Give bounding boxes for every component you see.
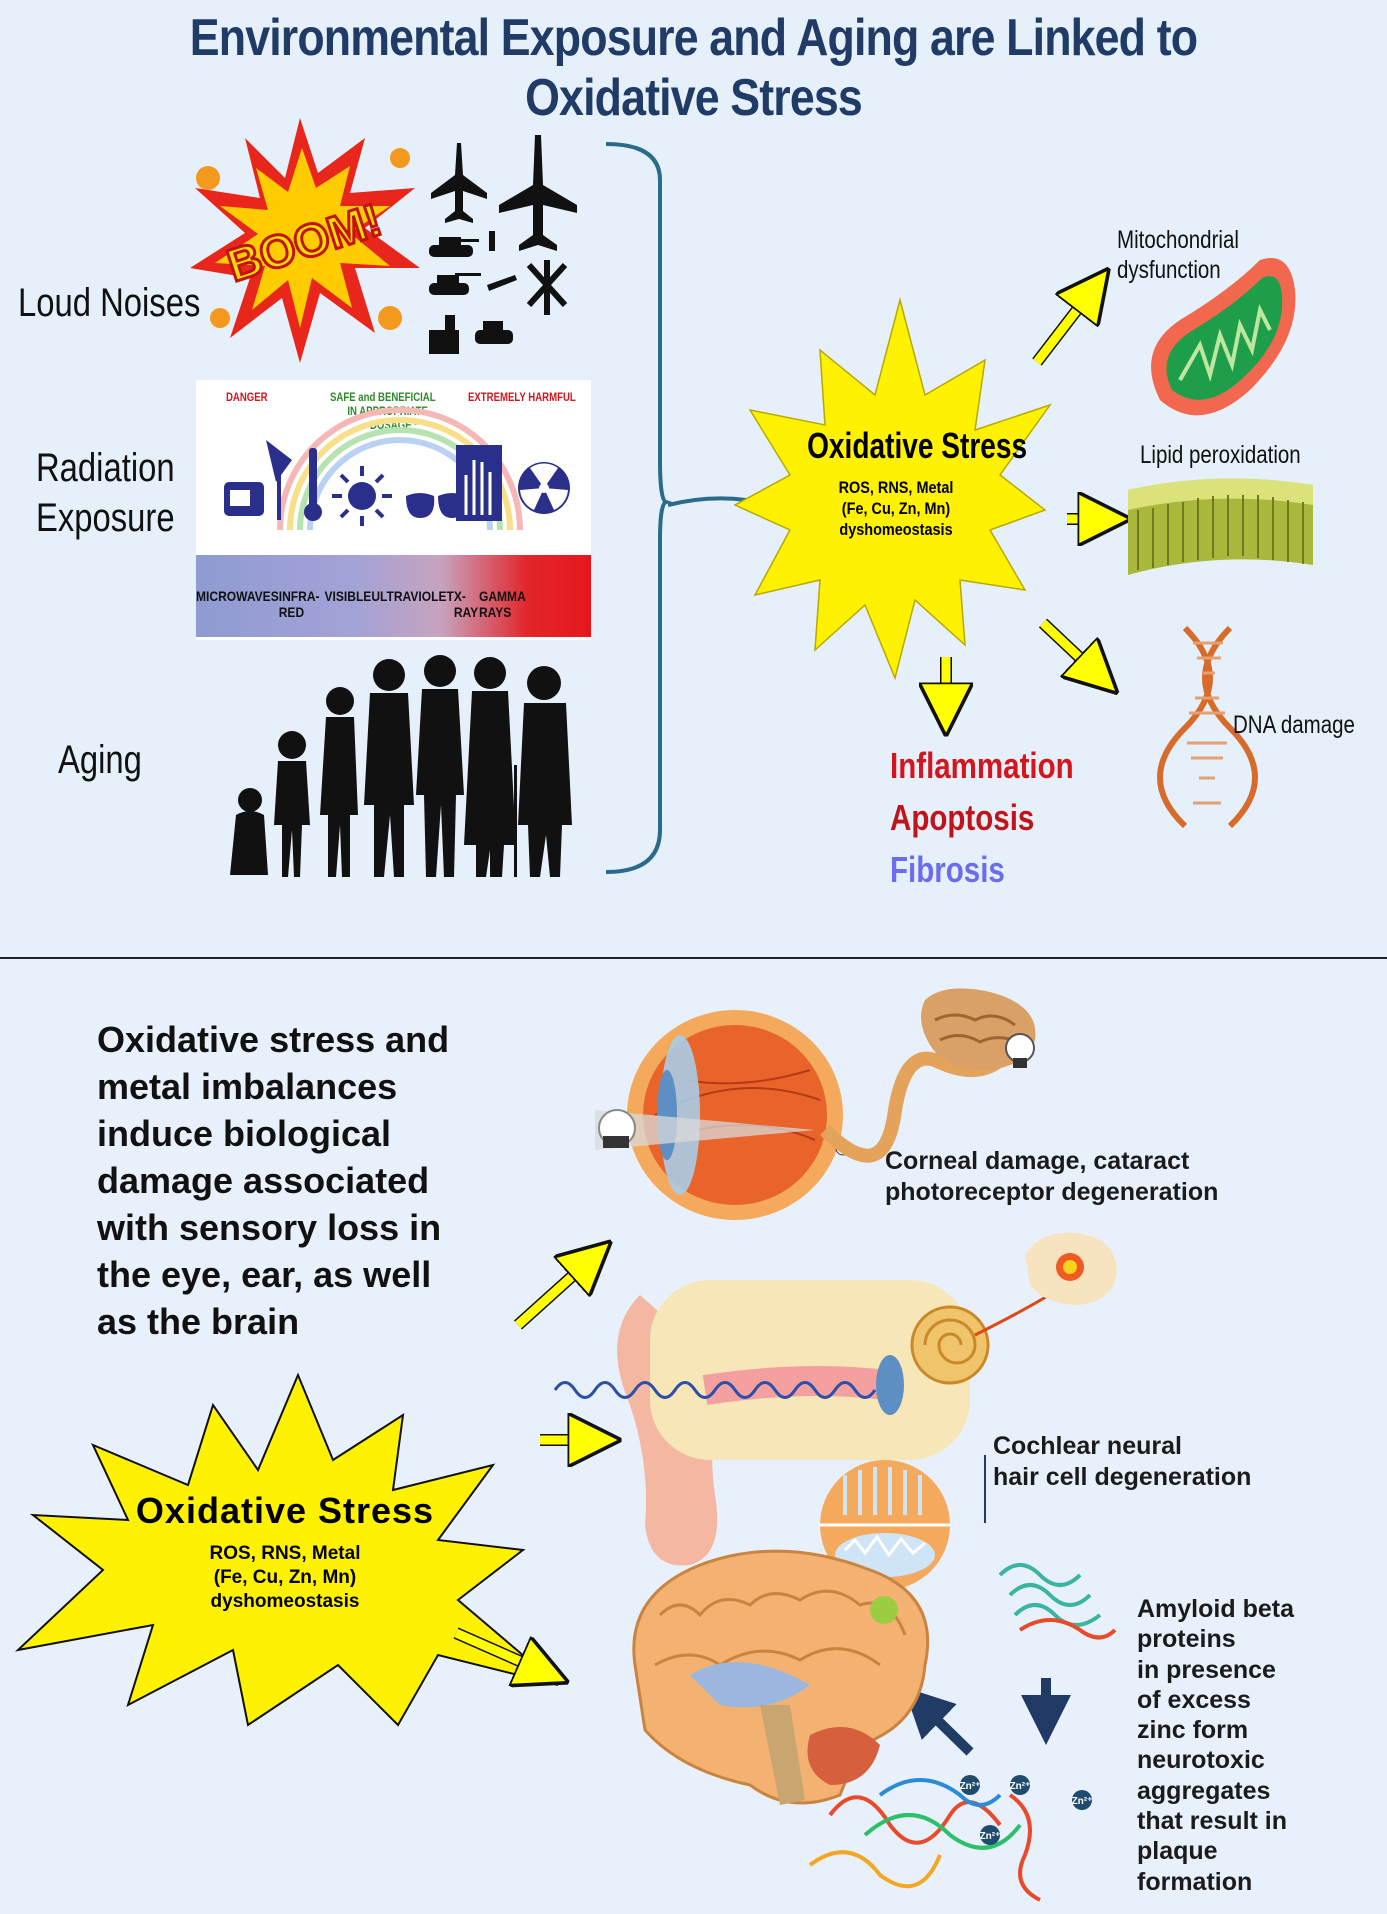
dna-helix-icon	[1157, 625, 1258, 829]
dna-label: DNA damage	[1233, 711, 1355, 739]
zinc-ion-label-2: Zn²⁺	[1010, 1781, 1031, 1792]
spectrum-bar	[196, 555, 591, 637]
eye-caption: Corneal damage, cataract photoreceptor d…	[885, 1147, 1219, 1206]
inflammation-label: Inflammation	[890, 745, 1074, 786]
arrow-protein-to-brain	[903, 1687, 974, 1756]
oxidative-stress-starburst-bottom	[14, 1372, 559, 1727]
zinc-ion-label-4: Zn²⁺	[980, 1831, 1001, 1842]
arrow-to-dna	[1039, 619, 1095, 672]
boom-explosion-icon: BOOM!	[190, 118, 420, 363]
brain-caption: Amyloid beta proteins in presence of exc…	[1137, 1595, 1294, 1896]
spectrum-band-labels: MICROWAVES INFRA-RED VISIBLE ULTRAVIOLET…	[196, 588, 536, 620]
apoptosis-label: Apoptosis	[890, 797, 1035, 838]
danger-label: DANGER	[226, 390, 268, 404]
arrow-to-mitochondria	[1033, 293, 1090, 365]
oxidative-stress-bottom-details: ROS, RNS, Metal (Fe, Cu, Zn, Mn) dyshome…	[209, 1543, 361, 1612]
oxidative-stress-bottom-text: Oxidative Stress ROS, RNS, Metal (Fe, Cu…	[125, 1490, 445, 1614]
xray-hand-icon	[456, 445, 502, 521]
arrow-to-eye	[514, 1262, 588, 1329]
radiation-label-line2: Exposure	[36, 496, 175, 540]
harmful-label: EXTREMELY HARMFUL	[468, 390, 576, 404]
brain-amyloid-icon: Zn²⁺ Zn²⁺ Zn²⁺ Zn²⁺	[632, 1549, 1117, 1902]
thermometer-icon	[309, 448, 317, 508]
oxidative-stress-top-text: Oxidative Stress ROS, RNS, Metal (Fe, Cu…	[782, 425, 1027, 540]
arrow-to-brain	[454, 1628, 540, 1670]
fibrosis-label: Fibrosis	[890, 849, 1005, 890]
band-gamma-rays: GAMMA RAYS	[478, 588, 526, 620]
bracket-pointer	[667, 496, 747, 507]
eye-brain-icon	[595, 988, 1036, 1220]
band-ultraviolet: ULTRAVIOLET	[371, 588, 454, 604]
sunglasses-icon	[406, 493, 466, 518]
radiation-icons	[224, 407, 570, 531]
band-infrared: INFRA-RED	[278, 588, 320, 620]
grouping-bracket	[605, 142, 673, 874]
oxidative-stress-bottom-title: Oxidative Stress	[135, 1490, 435, 1531]
aging-label: Aging	[58, 738, 142, 782]
band-microwaves: MICROWAVES	[196, 588, 279, 604]
sun-icon	[348, 482, 376, 510]
panel-divider	[0, 957, 1387, 959]
radiation-label-line1: Radiation	[36, 446, 175, 490]
page-title: Environmental Exposure and Aging are Lin…	[189, 9, 1198, 127]
radiation-label: Radiation Exposure	[36, 443, 175, 543]
aging-silhouettes-icon	[230, 655, 572, 877]
military-vehicles-icon	[429, 135, 577, 354]
summary-paragraph: Oxidative stress and metal imbalances in…	[97, 1019, 450, 1342]
ear-caption: Cochlear neural hair cell degeneration	[993, 1432, 1252, 1491]
lipid-membrane-icon	[1128, 478, 1313, 575]
zinc-ion-label-3: Zn²⁺	[1072, 1796, 1093, 1807]
top-arrows	[0, 0, 1387, 958]
ear-cochlea-icon	[553, 1232, 1117, 1590]
mitochondrial-label: Mitochondrial dysfunction	[1117, 226, 1239, 284]
oxidative-stress-top-details: ROS, RNS, Metal (Fe, Cu, Zn, Mn) dyshome…	[838, 478, 954, 539]
zinc-ion-label-1: Zn²⁺	[960, 1781, 981, 1792]
lipid-label: Lipid peroxidation	[1140, 441, 1301, 469]
mitochondria-icon	[1151, 258, 1296, 416]
band-xray: X-RAY	[453, 588, 479, 620]
loud-noises-label: Loud Noises	[18, 281, 201, 325]
oxidative-stress-starburst-top	[733, 297, 1052, 681]
band-visible: VISIBLE	[324, 588, 372, 604]
